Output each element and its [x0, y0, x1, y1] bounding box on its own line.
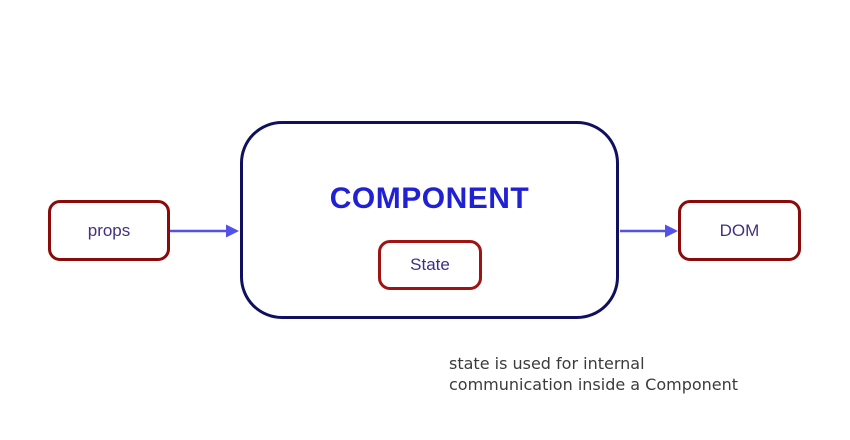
- caption-line-2: communication inside a Component: [449, 375, 739, 394]
- component-title: COMPONENT: [329, 182, 530, 215]
- props-node: props: [48, 200, 170, 261]
- arrow-props-to-component: [170, 224, 239, 238]
- caption-line-1: state is used for internal: [449, 354, 645, 373]
- caption: state is used for internal communication…: [449, 353, 738, 395]
- arrow-head-icon: [226, 224, 239, 238]
- component-container: [240, 121, 619, 319]
- state-node-label: State: [410, 255, 450, 274]
- dom-node: DOM: [678, 200, 801, 261]
- arrow-head-icon: [665, 224, 678, 238]
- props-node-label: props: [87, 220, 131, 240]
- arrow-component-to-dom: [620, 224, 678, 238]
- state-node: State: [378, 240, 482, 290]
- dom-node-label: DOM: [719, 220, 760, 240]
